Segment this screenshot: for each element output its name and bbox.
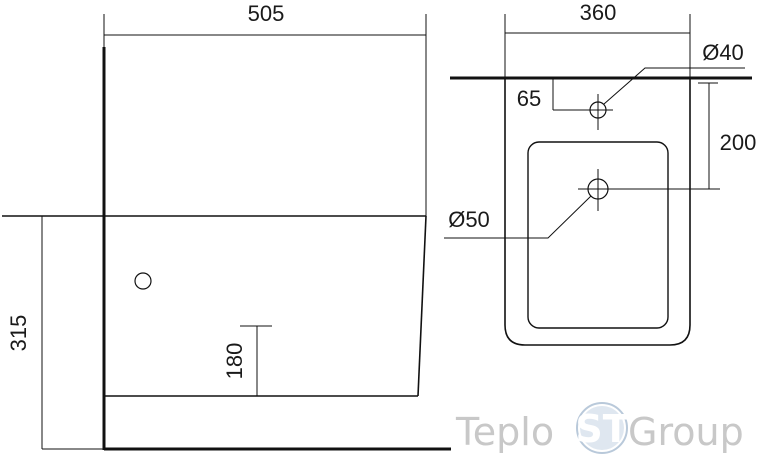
dim-200-label: 200 <box>720 130 757 155</box>
side-view <box>2 14 451 451</box>
dim-50-leader <box>444 195 592 239</box>
logo-text-group: Group <box>628 410 744 454</box>
front-edge <box>417 215 427 397</box>
logo-badge <box>576 402 628 454</box>
dim-40-leader <box>603 67 745 105</box>
dim-50-label: Ø50 <box>448 207 490 232</box>
logo-text-st: ST <box>575 407 628 451</box>
dim-180-label: 180 <box>222 343 247 380</box>
bidet-outline <box>504 78 691 346</box>
dim-65-label: 65 <box>517 86 541 111</box>
side-inlet-hole <box>134 272 152 290</box>
dim-315-label: 315 <box>6 315 31 352</box>
logo-badge-fill <box>580 406 624 450</box>
logo-text-teplo: Teplo <box>455 410 554 454</box>
top-view <box>444 14 752 346</box>
dim-40-label: Ø40 <box>702 40 744 65</box>
brand-logo: Teplo ST Group <box>455 402 744 454</box>
bowl-outline <box>527 141 669 329</box>
dim-505-label: 505 <box>248 1 285 26</box>
dim-360-label: 360 <box>580 0 617 25</box>
